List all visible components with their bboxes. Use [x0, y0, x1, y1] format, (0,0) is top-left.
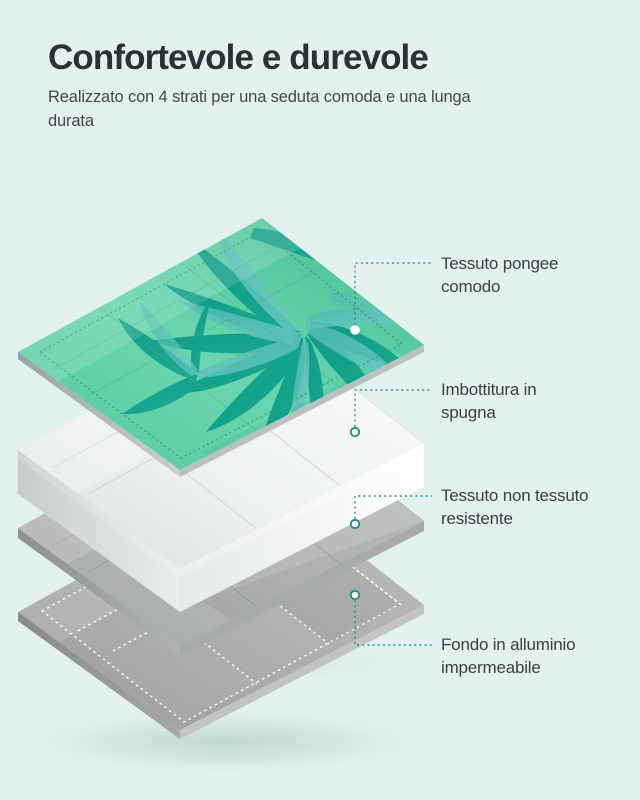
shadow-aluminium	[20, 708, 430, 776]
page-subtitle: Realizzato con 4 strati per una seduta c…	[48, 88, 471, 130]
leader-lines	[354, 262, 432, 646]
callout-line-1: Tessuto non tessuto	[441, 486, 589, 505]
marker-dot-aluminium	[349, 589, 361, 601]
callout-line-2: resistente	[441, 509, 513, 529]
callout-line-1: Tessuto pongee	[441, 254, 559, 273]
marker-dot-sponge	[349, 426, 361, 438]
leader-line-sponge	[354, 389, 432, 432]
leader-line-aluminium	[354, 595, 432, 646]
callout-line-2: comodo	[441, 277, 501, 297]
header: Confortevole e durevole Realizzato con 4…	[48, 38, 568, 133]
leader-line-pongee	[354, 262, 432, 330]
callout-label-pongee-fabric: Tessuto pongee comodo	[441, 252, 631, 299]
callout-line-1: Imbottitura in	[441, 380, 537, 399]
callout-line-1: Fondo in alluminio	[441, 635, 576, 654]
marker-dot-pongee	[350, 325, 360, 335]
leader-line-nonwoven	[354, 495, 432, 524]
callout-line-2: impermeabile	[441, 658, 541, 678]
layer-pongee-fabric	[18, 218, 424, 477]
leader-markers	[349, 325, 361, 601]
page-title: Confortevole e durevole	[48, 38, 429, 77]
callout-label-aluminium-base: Fondo in alluminio impermeabile	[441, 633, 631, 680]
marker-dot-nonwoven	[349, 518, 361, 530]
callout-line-2: spugna	[441, 403, 496, 423]
callout-label-non-woven-fabric: Tessuto non tessuto resistente	[441, 484, 631, 531]
callout-label-sponge-padding: Imbottitura in spugna	[441, 378, 631, 425]
